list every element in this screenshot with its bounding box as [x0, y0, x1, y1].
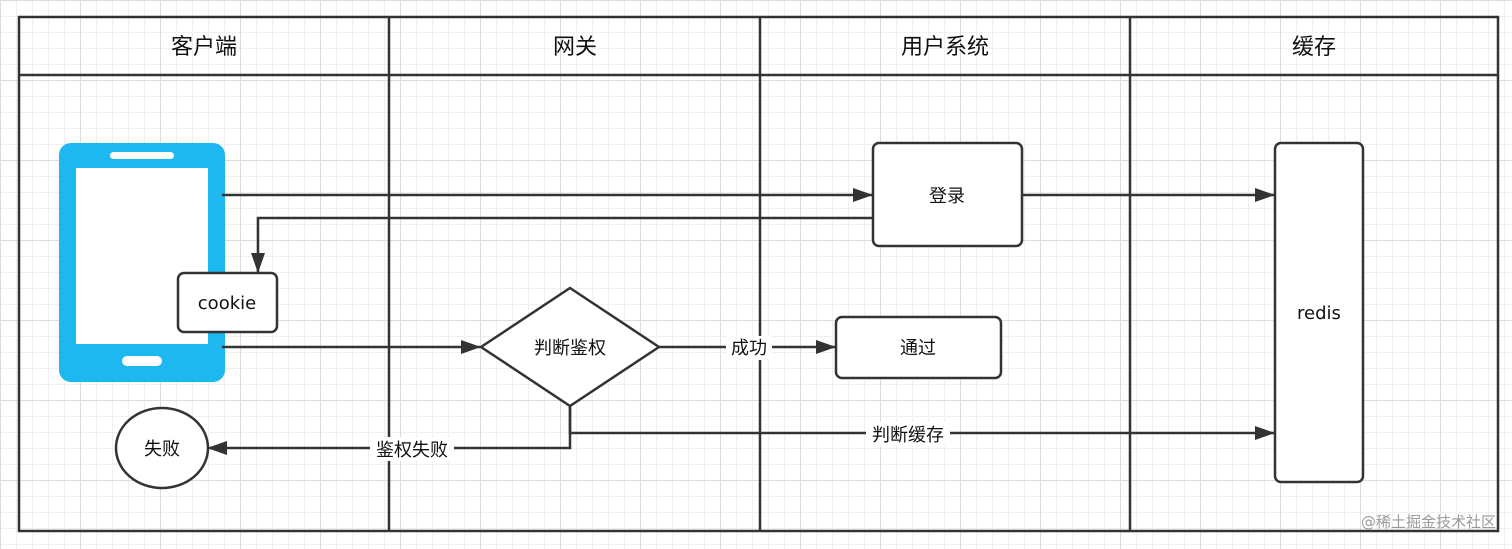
watermark-text: @稀土掘金技术社区 [1361, 513, 1496, 531]
edge-label-success: 成功 [731, 338, 767, 359]
lane-header-client: 客户端 [171, 35, 237, 60]
lane-header-gateway: 网关 [553, 35, 597, 60]
judge-auth-diamond [478, 286, 662, 408]
cookie-label: cookie [198, 293, 256, 314]
cookie-box [176, 271, 279, 334]
edge-label-judge-cache: 判断缓存 [872, 425, 944, 446]
fail-circle [114, 406, 210, 490]
phone-icon [59, 143, 225, 382]
edge-label-auth-fail-bg [370, 437, 454, 461]
redis-box [1273, 141, 1365, 484]
arrow-login-to-cookie [251, 216, 873, 273]
redis-label: redis [1297, 303, 1341, 324]
pass-box [834, 315, 1003, 380]
fail-label: 失败 [144, 439, 180, 460]
edge-label-success-bg [726, 336, 772, 360]
lane-header-user-system: 用户系统 [901, 35, 989, 60]
login-box [871, 141, 1024, 248]
lane-header-cache: 缓存 [1292, 35, 1336, 60]
login-label: 登录 [929, 186, 965, 207]
arrow-judge-to-redis [568, 406, 1275, 440]
edge-label-auth-fail: 鉴权失败 [376, 440, 448, 461]
judge-auth-label: 判断鉴权 [534, 338, 606, 359]
pass-label: 通过 [900, 338, 936, 359]
edge-label-judge-cache-bg [866, 422, 950, 446]
swimlane-frame [17, 15, 1500, 533]
